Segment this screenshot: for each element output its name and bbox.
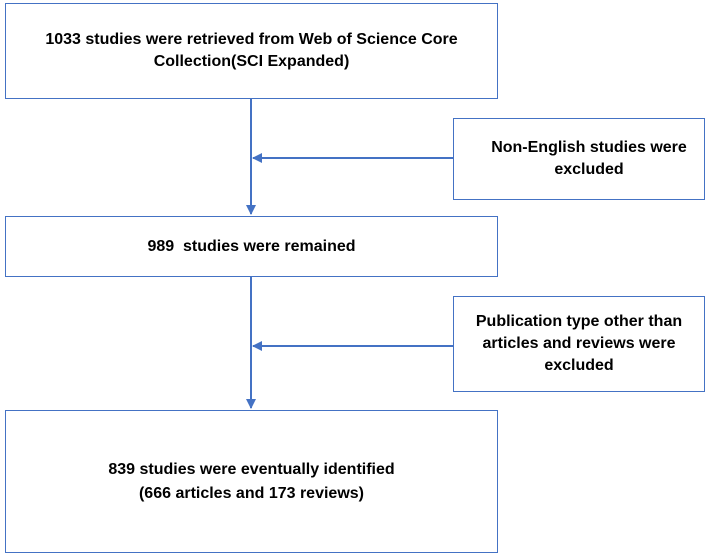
non-english-exclusion-text: Non-English studies were excluded xyxy=(491,139,687,178)
identified-studies-text: 839 studies were eventually identified xyxy=(108,460,395,478)
remained-studies-text: 989 studies were remained xyxy=(147,237,356,255)
remained-studies-box: 989 studies were remained xyxy=(5,216,498,277)
retrieved-studies-box: 1033 studies were retrieved from Web of … xyxy=(5,3,498,99)
publication-type-exclusion-box: Publication type other than articles and… xyxy=(453,296,705,392)
retrieved-studies-text: 1033 studies were retrieved from Web of … xyxy=(45,31,458,70)
non-english-exclusion-box: Non-English studies were excluded xyxy=(453,118,705,200)
publication-type-exclusion-text: Publication type other than articles and… xyxy=(475,313,683,374)
identified-breakdown-text: (666 articles and 173 reviews) xyxy=(138,484,364,502)
identified-studies-box: 839 studies were eventually identified (… xyxy=(5,410,498,553)
